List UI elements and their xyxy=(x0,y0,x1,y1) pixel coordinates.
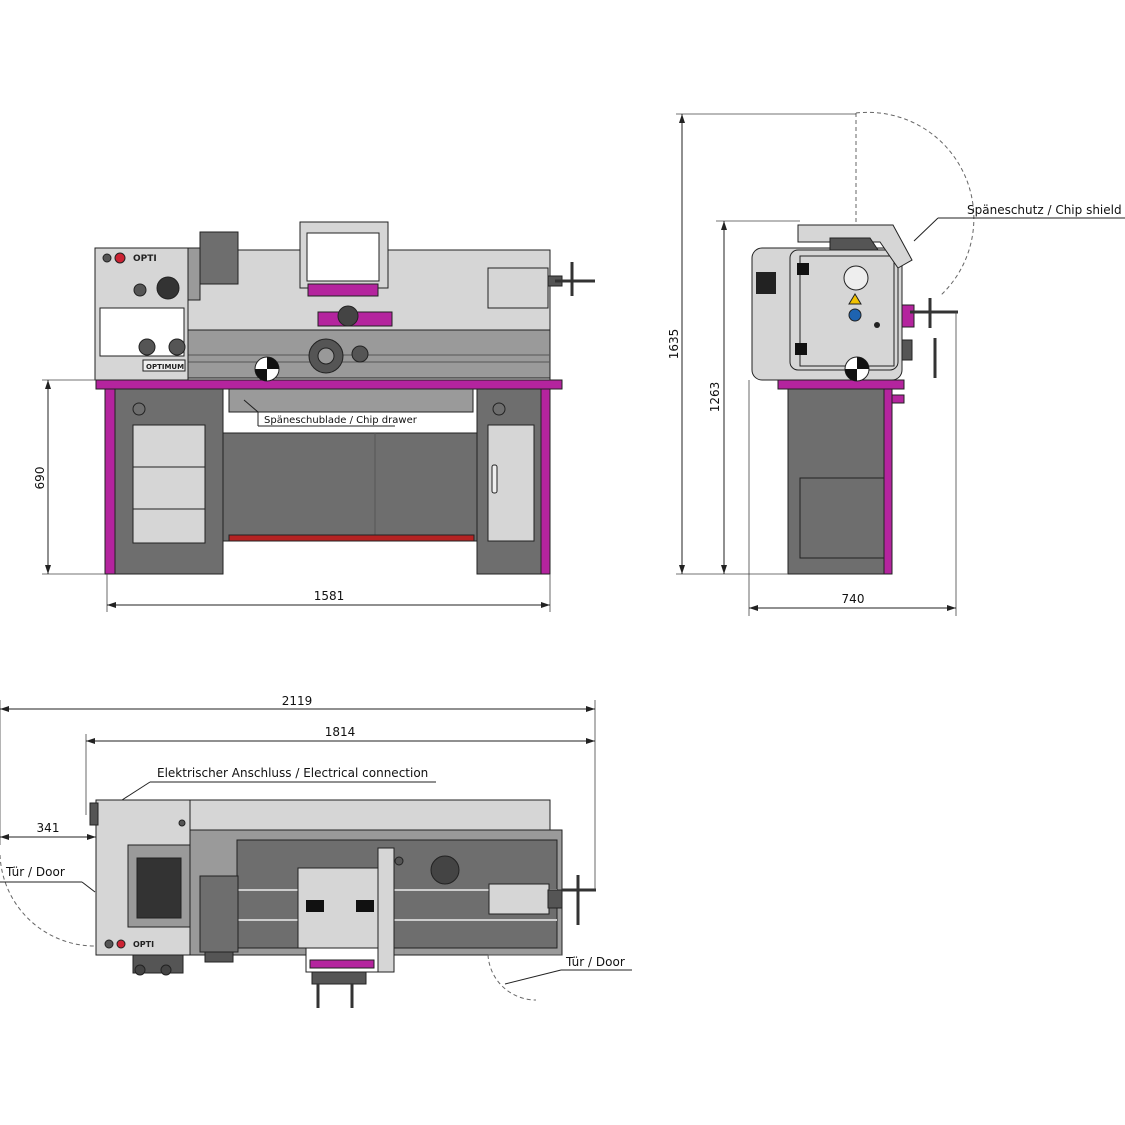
dim-side-depth: 740 xyxy=(748,312,957,616)
top-view: OPTI Elektrischer Anschluss / Elec xyxy=(0,694,632,1008)
dim-front-width: 1581 xyxy=(106,574,551,612)
dim-machine-length: 1814 xyxy=(85,725,595,815)
dim-341-label: 341 xyxy=(37,821,60,835)
dim-1263-label: 1263 xyxy=(708,382,722,413)
dim-690-label: 690 xyxy=(33,467,47,490)
front-view: OPTI OPTIMUM xyxy=(33,221,595,612)
dim-1581-label: 1581 xyxy=(314,589,345,603)
door-right-label: Tür / Door xyxy=(565,955,625,969)
dim-spindle-height: 1263 xyxy=(708,220,800,574)
front-nameplate: OPTIMUM xyxy=(146,363,184,371)
dim-1635-label: 1635 xyxy=(667,329,681,360)
dim-door-clearance: 341 xyxy=(0,821,96,840)
electrical-connection-label: Elektrischer Anschluss / Electrical conn… xyxy=(157,766,428,780)
front-lathe: OPTI OPTIMUM xyxy=(94,221,595,382)
front-stand xyxy=(95,379,563,575)
chip-shield-label: Späneschutz / Chip shield xyxy=(967,203,1122,217)
side-view: Späneschutz / Chip shield 1635 1263 740 xyxy=(667,111,1125,616)
door-left-label: Tür / Door xyxy=(5,865,65,879)
dim-total-height: 1635 xyxy=(667,113,856,575)
dim-overall-length: 2119 xyxy=(0,694,596,890)
top-brand-logo: OPTI xyxy=(133,940,154,949)
dim-2119-label: 2119 xyxy=(282,694,313,708)
front-brand-logo: OPTI xyxy=(133,254,157,264)
chip-drawer-label: Späneschublade / Chip drawer xyxy=(264,415,418,426)
dim-740-label: 740 xyxy=(842,592,865,606)
dim-1814-label: 1814 xyxy=(325,725,356,739)
dim-table-height: 690 xyxy=(33,379,105,575)
